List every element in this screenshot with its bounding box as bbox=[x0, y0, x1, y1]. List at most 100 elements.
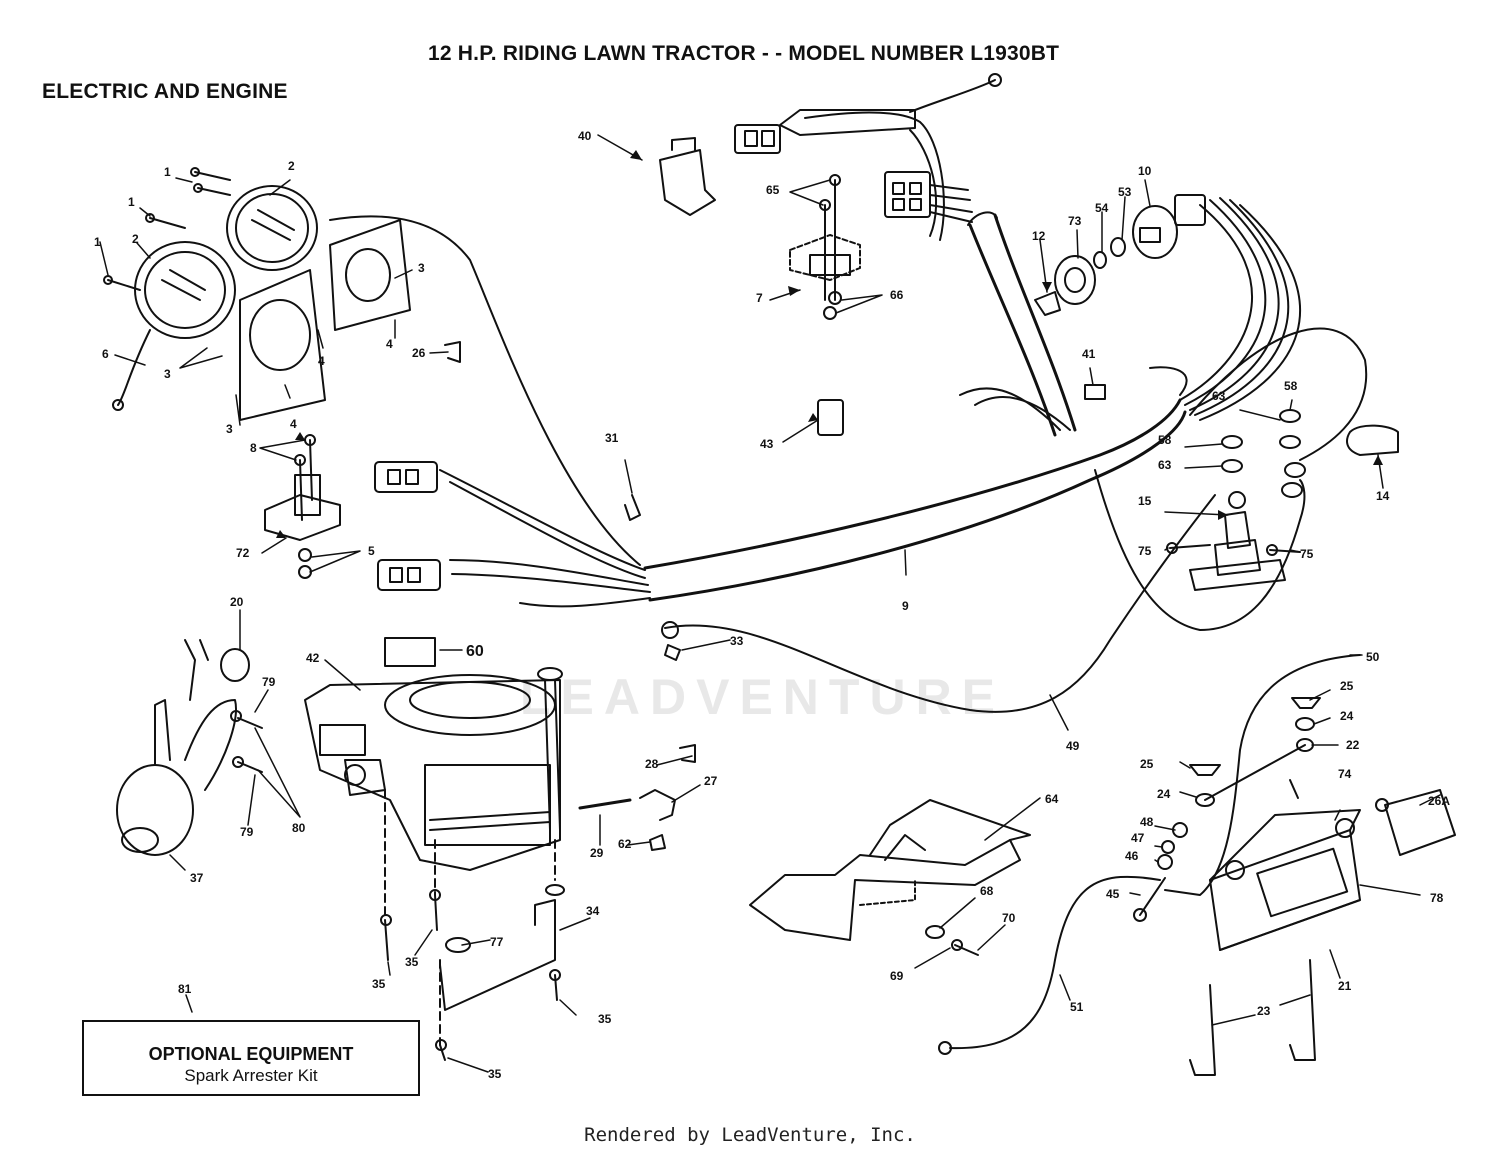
part-26A bbox=[1384, 789, 1456, 856]
callout-79: 79 bbox=[240, 825, 254, 839]
elbow-27 bbox=[639, 789, 676, 821]
bolt-45 bbox=[1139, 877, 1166, 916]
callout-75: 75 bbox=[1138, 544, 1152, 558]
callout-3: 3 bbox=[164, 367, 171, 381]
callout-46: 46 bbox=[1125, 849, 1139, 863]
callout-26A: 26A bbox=[1428, 794, 1450, 808]
callout-74: 74 bbox=[1338, 767, 1352, 781]
clip-33-ring bbox=[661, 621, 679, 639]
callout-33: 33 bbox=[730, 634, 744, 648]
callout-3: 3 bbox=[226, 422, 233, 436]
headlight-right bbox=[226, 185, 318, 271]
solenoid bbox=[1166, 491, 1301, 591]
ignition-switch bbox=[1132, 194, 1206, 259]
nut-24-right bbox=[1295, 717, 1315, 731]
callout-47: 47 bbox=[1131, 831, 1145, 845]
callout-5: 5 bbox=[368, 544, 375, 558]
part-43 bbox=[817, 399, 844, 436]
callout-58: 58 bbox=[1158, 433, 1172, 447]
callout-63: 63 bbox=[1158, 458, 1172, 472]
bezel-73 bbox=[1054, 255, 1096, 305]
clip-62 bbox=[649, 834, 666, 851]
callout-68: 68 bbox=[980, 884, 994, 898]
switch-7 bbox=[789, 174, 861, 320]
callout-21: 21 bbox=[1338, 979, 1352, 993]
wingnut-25-right bbox=[1291, 697, 1321, 709]
cable-50 bbox=[1164, 654, 1361, 896]
battery-tray bbox=[749, 799, 1031, 941]
switch-72 bbox=[264, 434, 341, 579]
page-title: 12 H.P. RIDING LAWN TRACTOR - - MODEL NU… bbox=[428, 42, 1060, 65]
nut-53 bbox=[1110, 237, 1126, 257]
callout-7: 7 bbox=[756, 291, 763, 305]
wiring-harness bbox=[329, 79, 1368, 713]
gasket-20 bbox=[220, 648, 250, 682]
harness-connector-left-upper bbox=[374, 461, 438, 493]
washer-63-left bbox=[1221, 459, 1243, 473]
callout-81: 81 bbox=[178, 982, 192, 996]
callout-51: 51 bbox=[1070, 1000, 1084, 1014]
callout-70: 70 bbox=[1002, 911, 1016, 925]
rod-34 bbox=[439, 899, 556, 1011]
section-title: ELECTRIC AND ENGINE bbox=[42, 80, 288, 103]
muffler bbox=[116, 639, 237, 856]
callout-1: 1 bbox=[94, 235, 101, 249]
callout-31: 31 bbox=[605, 431, 619, 445]
wingnut-25-left bbox=[1189, 764, 1221, 776]
callout-35: 35 bbox=[372, 977, 386, 991]
callout-54: 54 bbox=[1095, 201, 1109, 215]
callout-65: 65 bbox=[766, 183, 780, 197]
headlight-terminal bbox=[112, 399, 124, 411]
callout-73: 73 bbox=[1068, 214, 1082, 228]
decal-60 bbox=[384, 637, 436, 667]
callout-78: 78 bbox=[1430, 891, 1444, 905]
callout-35: 35 bbox=[488, 1067, 502, 1081]
nut-69 bbox=[951, 939, 963, 951]
line-29 bbox=[578, 798, 632, 810]
callout-8: 8 bbox=[250, 441, 257, 455]
nut-33 bbox=[664, 644, 681, 661]
leader-lines bbox=[99, 134, 1441, 1073]
callout-3: 3 bbox=[418, 261, 425, 275]
callout-25: 25 bbox=[1340, 679, 1354, 693]
headlight-screws bbox=[103, 167, 231, 291]
harness-connector-left-lower bbox=[377, 559, 441, 591]
optional-equipment-box: OPTIONAL EQUIPMENT Spark Arrester Kit bbox=[82, 1020, 420, 1096]
callout-64: 64 bbox=[1045, 792, 1059, 806]
callout-63: 63 bbox=[1212, 389, 1226, 403]
callout-75: 75 bbox=[1300, 547, 1314, 561]
callout-66: 66 bbox=[890, 288, 904, 302]
hold-down-rod-right bbox=[1289, 959, 1316, 1061]
washer-46 bbox=[1157, 854, 1173, 870]
harness-connector-top bbox=[734, 73, 1002, 154]
callout-45: 45 bbox=[1106, 887, 1120, 901]
nut-24-left bbox=[1195, 793, 1215, 807]
clip-31 bbox=[624, 494, 641, 521]
callout-23: 23 bbox=[1257, 1004, 1271, 1018]
callout-25: 25 bbox=[1140, 757, 1154, 771]
callout-9: 9 bbox=[902, 599, 909, 613]
clip-41 bbox=[1084, 384, 1106, 400]
callout-41: 41 bbox=[1082, 347, 1096, 361]
hold-down-rod-left bbox=[1189, 984, 1216, 1076]
part-12 bbox=[1034, 291, 1061, 316]
callout-53: 53 bbox=[1118, 185, 1132, 199]
callout-80: 80 bbox=[292, 821, 306, 835]
callout-48: 48 bbox=[1140, 815, 1154, 829]
callout-10: 10 bbox=[1138, 164, 1152, 178]
optional-equipment-heading: OPTIONAL EQUIPMENT bbox=[148, 1044, 354, 1064]
callout-26: 26 bbox=[412, 346, 426, 360]
callout-6: 6 bbox=[102, 347, 109, 361]
callout-1: 1 bbox=[164, 165, 171, 179]
harness-plug bbox=[884, 171, 973, 223]
headlight-bracket-left bbox=[239, 269, 326, 421]
callout-43: 43 bbox=[760, 437, 774, 451]
nut-58-left bbox=[1221, 435, 1243, 449]
headlight-left bbox=[134, 241, 236, 339]
callout-1: 1 bbox=[128, 195, 135, 209]
callout-34: 34 bbox=[586, 904, 600, 918]
callout-20: 20 bbox=[230, 595, 244, 609]
callout-35: 35 bbox=[405, 955, 419, 969]
callout-77: 77 bbox=[490, 935, 504, 949]
